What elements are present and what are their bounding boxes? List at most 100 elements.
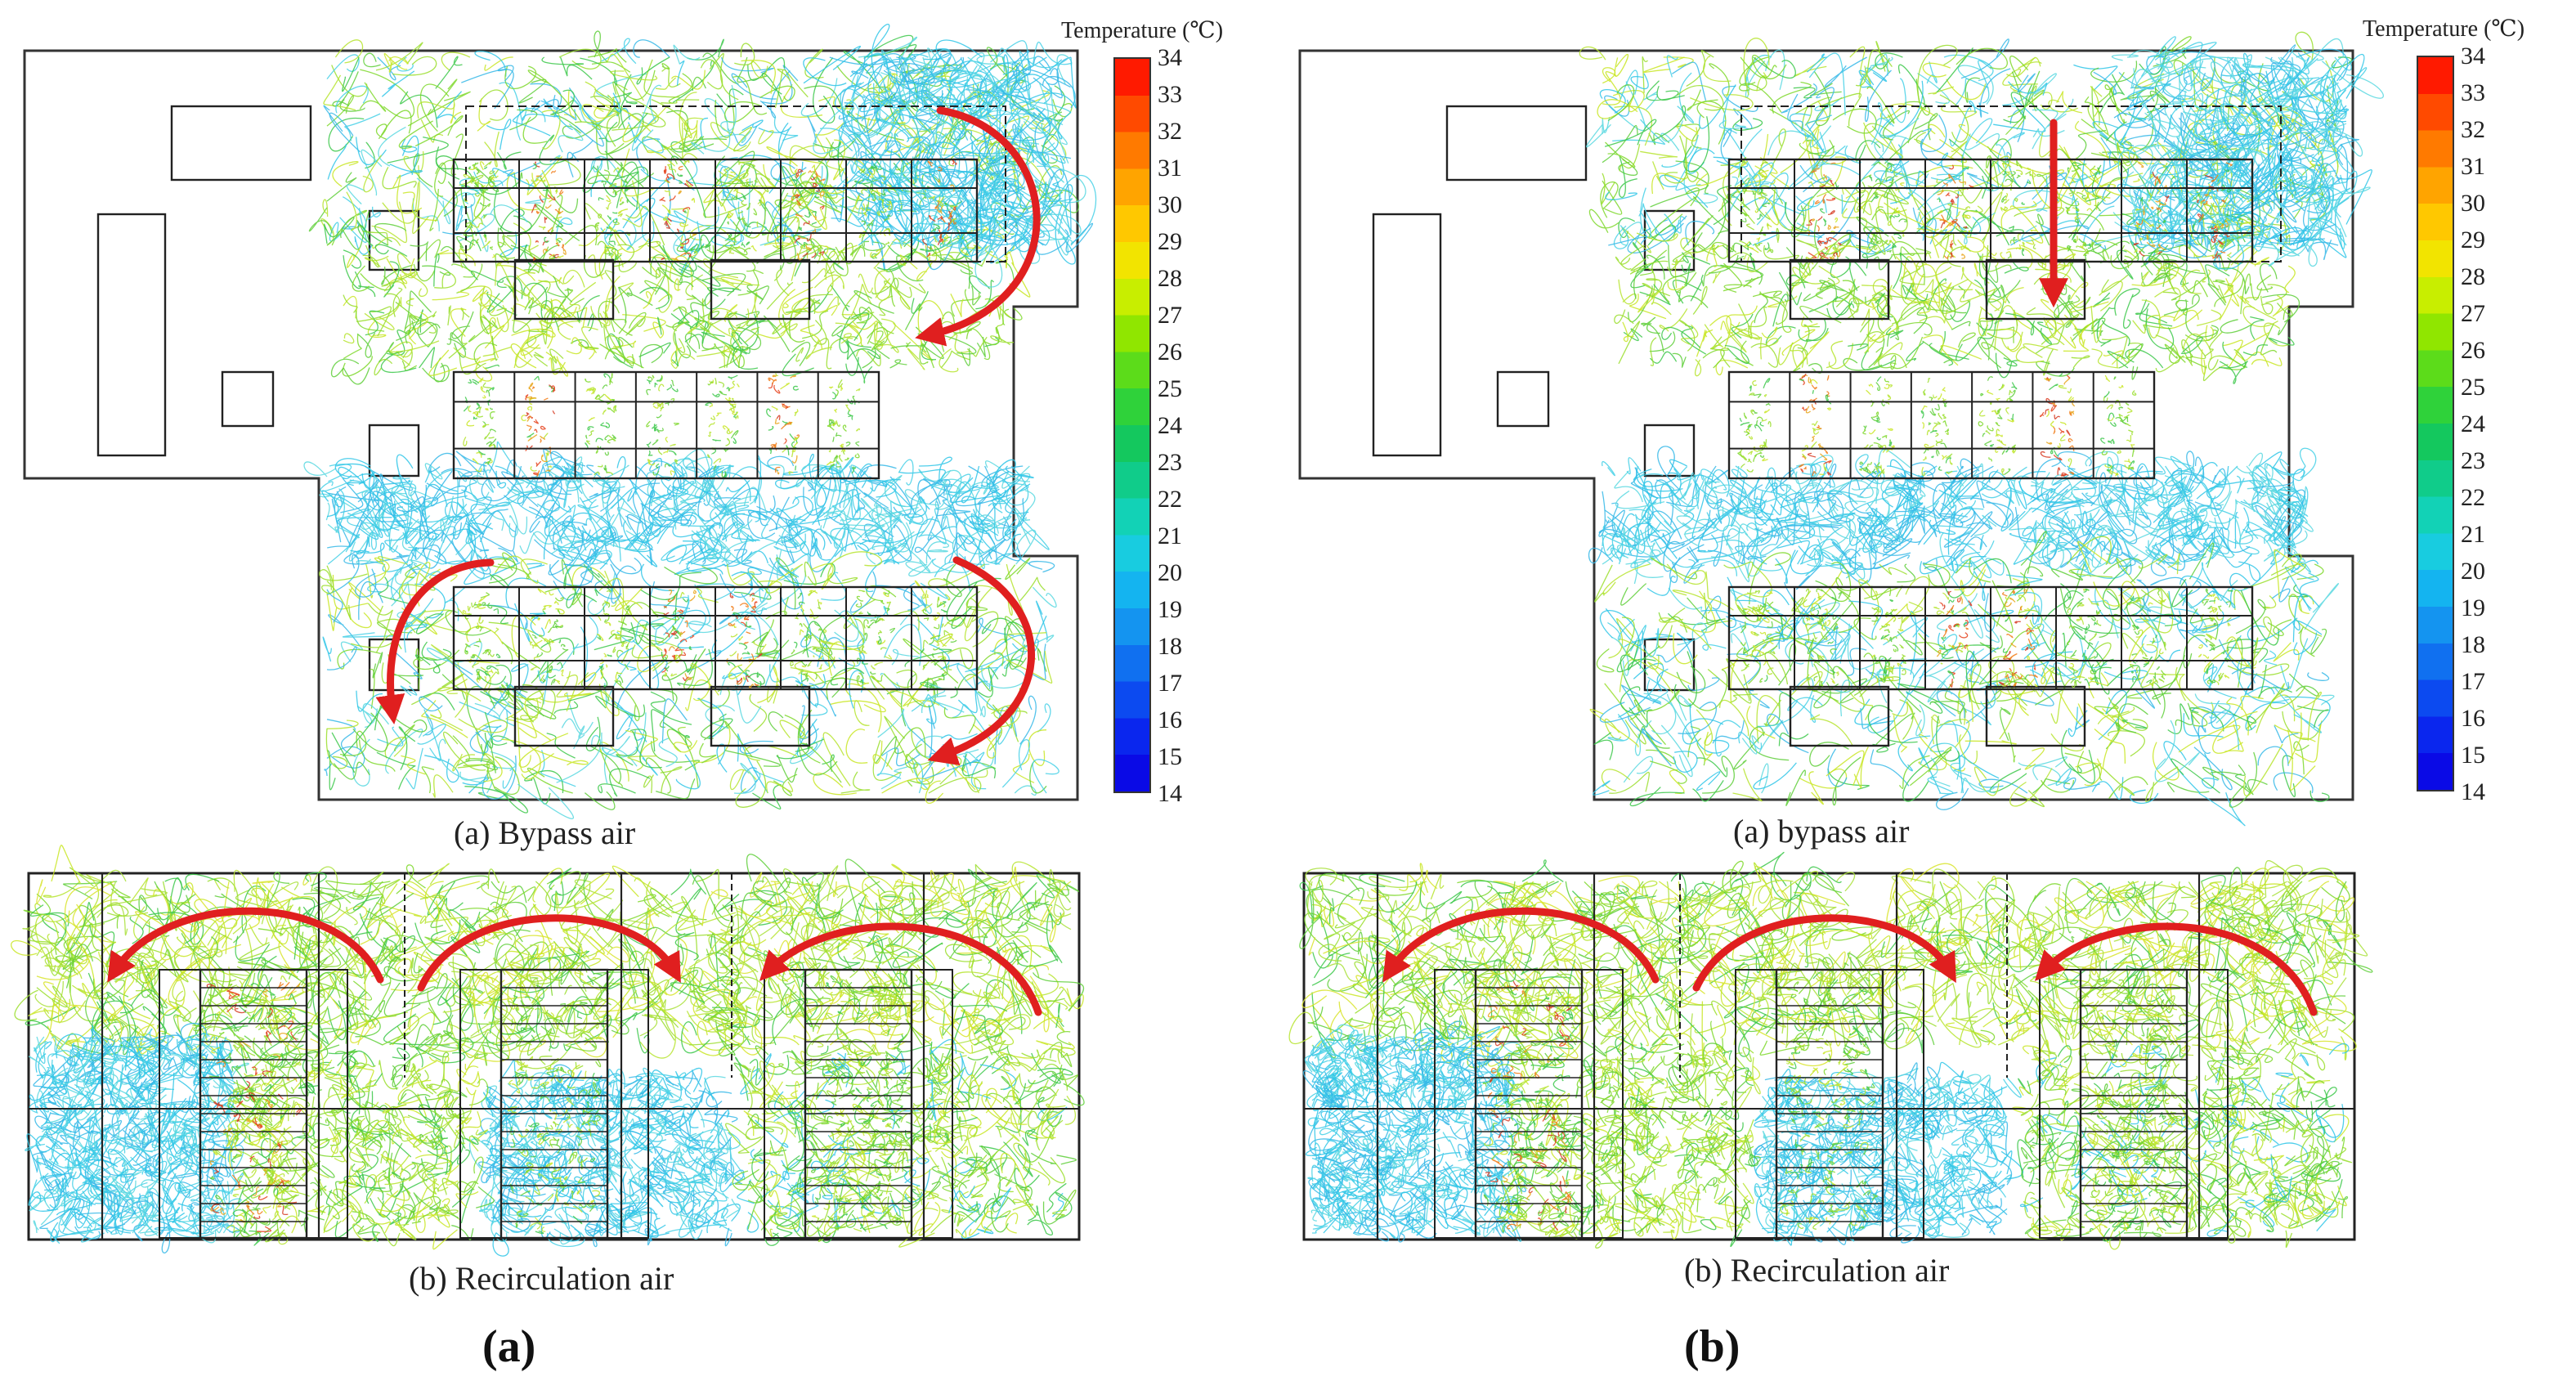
streamline xyxy=(708,245,748,273)
streamline xyxy=(603,600,610,604)
streamline xyxy=(151,1204,179,1222)
streamline xyxy=(737,652,743,661)
streamline xyxy=(492,253,496,258)
streamline xyxy=(857,682,860,686)
streamline xyxy=(518,733,569,768)
streamline xyxy=(101,1165,135,1190)
streamline xyxy=(565,1205,587,1230)
streamline xyxy=(703,504,728,527)
streamline xyxy=(1052,157,1072,192)
streamline xyxy=(564,90,576,119)
streamline xyxy=(518,78,547,104)
streamline xyxy=(600,488,623,527)
streamline xyxy=(542,605,547,611)
streamline xyxy=(130,1156,158,1174)
streamline xyxy=(342,632,401,638)
streamline xyxy=(302,874,311,886)
streamline xyxy=(208,935,230,975)
streamline xyxy=(818,893,840,919)
streamline xyxy=(481,740,496,773)
streamline xyxy=(352,879,401,897)
streamline xyxy=(732,187,738,197)
streamline xyxy=(627,997,689,1033)
streamline xyxy=(842,291,875,320)
streamline xyxy=(526,563,545,570)
streamline xyxy=(612,70,656,101)
streamline xyxy=(388,513,408,553)
streamline xyxy=(844,859,886,929)
streamline xyxy=(703,189,746,218)
streamline xyxy=(573,1036,607,1058)
streamline xyxy=(432,995,452,1025)
streamline xyxy=(119,1199,133,1222)
streamline xyxy=(554,597,564,602)
streamline xyxy=(505,950,528,993)
streamline xyxy=(639,589,678,624)
streamline xyxy=(720,84,737,132)
streamline xyxy=(470,222,478,229)
streamline xyxy=(617,675,624,684)
streamline xyxy=(357,479,380,514)
streamline xyxy=(486,1201,504,1222)
streamline xyxy=(131,1113,153,1144)
streamline xyxy=(513,106,551,137)
streamline xyxy=(1015,473,1031,491)
streamline xyxy=(90,1119,122,1134)
streamline xyxy=(690,991,730,1020)
streamline xyxy=(1006,651,1053,684)
streamline xyxy=(963,253,983,289)
streamline xyxy=(730,430,739,439)
streamline xyxy=(715,412,722,417)
streamline xyxy=(896,255,924,282)
streamline xyxy=(619,201,625,205)
streamline xyxy=(782,314,805,343)
streamline xyxy=(818,249,842,293)
streamline xyxy=(526,155,561,191)
streamline xyxy=(868,168,876,175)
streamline xyxy=(363,52,381,68)
streamline xyxy=(556,237,562,244)
streamline xyxy=(871,268,894,294)
streamline xyxy=(731,524,760,541)
streamline xyxy=(782,890,809,926)
streamline xyxy=(468,379,473,384)
streamline xyxy=(122,1036,141,1051)
streamline xyxy=(501,641,541,670)
streamline xyxy=(562,269,585,288)
streamline-group xyxy=(529,588,566,685)
streamline xyxy=(681,895,703,959)
streamline xyxy=(326,720,359,729)
streamline xyxy=(661,698,688,744)
streamline xyxy=(651,424,657,429)
streamline xyxy=(776,508,799,536)
streamline xyxy=(984,465,1010,483)
streamline xyxy=(691,662,710,702)
streamline xyxy=(497,65,514,82)
streamline xyxy=(510,343,537,369)
streamline xyxy=(884,150,917,183)
streamline xyxy=(526,767,573,794)
streamline xyxy=(756,652,763,658)
streamline xyxy=(504,65,536,90)
streamline xyxy=(757,665,781,704)
streamline xyxy=(878,630,882,635)
streamline xyxy=(872,739,902,781)
streamline xyxy=(741,651,750,655)
streamline xyxy=(738,636,743,641)
streamline xyxy=(789,298,816,339)
streamline xyxy=(881,982,905,1012)
streamline xyxy=(505,691,557,720)
streamline xyxy=(544,236,549,243)
streamline xyxy=(780,383,790,390)
streamline xyxy=(901,215,939,246)
streamline xyxy=(953,206,956,211)
streamline xyxy=(577,1078,607,1096)
streamline xyxy=(606,53,644,101)
streamline xyxy=(643,291,652,309)
streamline xyxy=(994,519,1020,565)
streamline xyxy=(612,171,639,208)
streamline xyxy=(753,208,758,216)
streamline xyxy=(507,499,518,538)
streamline xyxy=(365,563,374,599)
streamline xyxy=(794,168,798,175)
